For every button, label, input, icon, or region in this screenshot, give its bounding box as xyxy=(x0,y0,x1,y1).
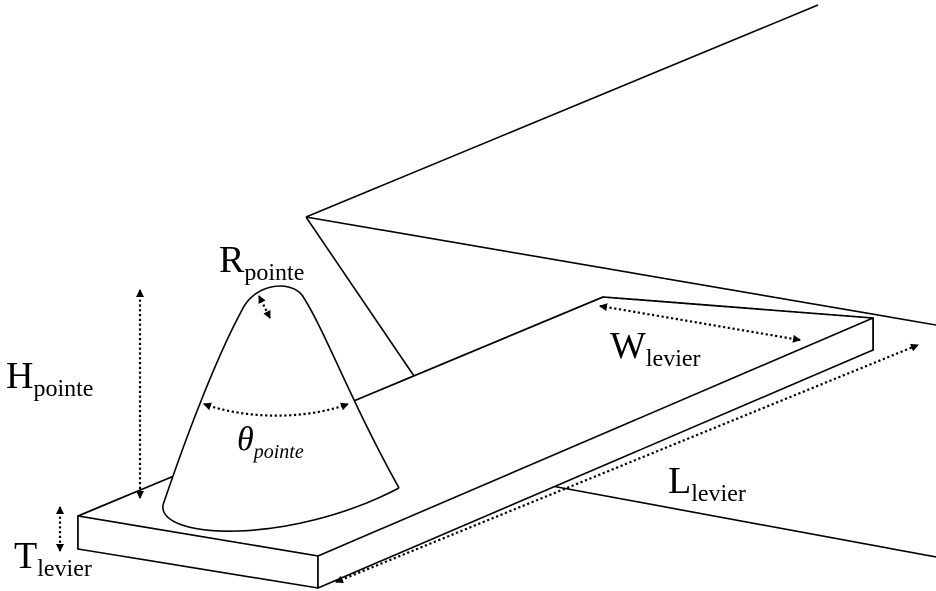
l-levier-dimension xyxy=(335,343,919,584)
theta-pointe-label: θpointe xyxy=(237,421,304,463)
t-levier-main: T xyxy=(14,535,37,577)
w-levier-sub: levier xyxy=(646,346,701,372)
theta-pointe-dimension xyxy=(203,402,349,417)
tip-cone-body xyxy=(162,285,400,506)
h-pointe-label: Hpointe xyxy=(6,355,93,402)
w-levier-main: W xyxy=(610,325,646,367)
w-levier-label: Wlevier xyxy=(610,325,701,372)
l-levier-sub: levier xyxy=(691,481,746,507)
r-pointe-main: R xyxy=(219,239,245,281)
l-levier-label: Llevier xyxy=(668,460,746,507)
r-pointe-sub: pointe xyxy=(244,260,304,286)
r-pointe-dimension xyxy=(258,295,271,319)
h-pointe-main: H xyxy=(6,355,33,397)
h-pointe-sub: pointe xyxy=(33,376,93,402)
r-pointe-label: Rpointe xyxy=(219,239,304,286)
theta-pointe-main: θ xyxy=(237,421,254,458)
theta-pointe-sub: pointe xyxy=(252,441,304,463)
t-levier-sub: levier xyxy=(37,556,92,582)
t-levier-label: Tlevier xyxy=(14,535,92,582)
l-levier-main: L xyxy=(668,460,691,502)
w-levier-dimension xyxy=(599,303,801,343)
